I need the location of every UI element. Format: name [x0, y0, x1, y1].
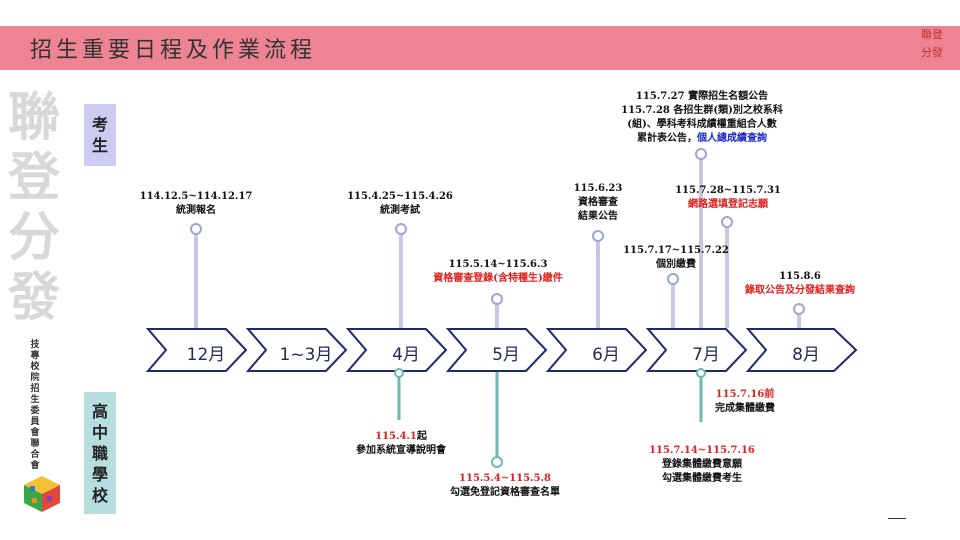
- month-label: 5月: [492, 345, 520, 365]
- cube-logo-icon: [24, 476, 60, 512]
- event-e4-line2: 結果公告: [578, 211, 618, 222]
- event-e7: 115.7.28~115.7.31 網路選填登記志願: [666, 184, 790, 212]
- node-e2: [395, 223, 407, 235]
- event-s3-text: 完成集體繳費: [715, 403, 775, 414]
- event-e1: 114.12.5~114.12.17 統測報名: [136, 190, 256, 218]
- event-e5-text: 個別繳費: [656, 259, 696, 270]
- role-school-label: 高 中 職 學 校: [91, 401, 108, 505]
- node-e1: [190, 223, 202, 235]
- chevron-6: [545, 328, 648, 372]
- event-e3-date: 115.5.14~115.6.3: [448, 259, 548, 270]
- event-s4-line2: 勾選集體繳費考生: [662, 473, 742, 484]
- event-s1-date-line: 115.4.1起: [336, 430, 466, 444]
- node-s1: [394, 368, 404, 378]
- event-s2-text: 勾選免登記資格審查名單: [450, 487, 560, 498]
- event-e6-line2: 115.7.28 各招生群(類)別之校系科: [621, 105, 783, 116]
- event-e4: 115.6.23 資格審查 結果公告: [560, 182, 636, 224]
- event-e8-date: 115.8.6: [779, 271, 821, 282]
- role-school: 高 中 職 學 校: [84, 392, 116, 514]
- month-label: 7月: [692, 345, 720, 365]
- page-title: 招生重要日程及作業流程: [30, 38, 317, 63]
- event-s4-line1: 登錄集體繳費意願: [662, 459, 742, 470]
- month-label: 8月: [792, 345, 820, 365]
- event-e3-text: 資格審查登錄(含特種生)繳件: [433, 273, 563, 284]
- month-label: 1~3月: [279, 345, 333, 365]
- event-s3-date: 115.7.16: [715, 389, 765, 400]
- score-query-link: 個人總成績查詢: [697, 133, 767, 144]
- header-bar: 招生重要日程及作業流程 聯登 分發: [0, 26, 960, 70]
- event-e8-text: 錄取公告及分發結果查詢: [745, 285, 855, 296]
- event-e7-text: 網路選填登記志願: [688, 199, 768, 210]
- brand-logo: 聯登 分發: [914, 26, 950, 62]
- event-e4-date: 115.6.23: [573, 183, 623, 194]
- logo-line-1: 聯登: [921, 28, 943, 41]
- event-e5: 115.7.17~115.7.22 個別繳費: [616, 244, 736, 272]
- event-e6-line4: 累計表公告，個人總成績查詢: [590, 132, 814, 146]
- watermark-char: 發: [8, 267, 61, 328]
- role-examinee-label: 考 生: [91, 115, 108, 155]
- event-s1-text: 參加系統宣導說明會: [356, 445, 446, 456]
- event-e1-text: 統測報名: [176, 205, 216, 216]
- event-e3: 115.5.14~115.6.3 資格審查登錄(含特種生)繳件: [410, 258, 586, 286]
- event-s1-date: 115.4.1: [375, 431, 417, 442]
- event-e6: 115.7.27 實際招生名額公告 115.7.28 各招生群(類)別之校系科 …: [590, 90, 814, 146]
- month-label: 6月: [592, 345, 620, 365]
- event-s3-date-line: 115.7.16前: [700, 388, 790, 402]
- node-e5: [667, 273, 679, 285]
- event-e2-text: 統測考試: [380, 205, 420, 216]
- event-s3-suffix: 前: [764, 389, 775, 400]
- node-e4: [592, 230, 604, 242]
- node-s2: [491, 456, 503, 468]
- event-e8: 115.8.6 錄取公告及分發結果查詢: [718, 270, 882, 298]
- event-e2: 115.4.25~115.4.26 統測考試: [340, 190, 460, 218]
- watermark-char: 登: [8, 147, 61, 208]
- logo-line-2: 分發: [921, 46, 943, 59]
- node-e3: [491, 293, 503, 305]
- event-e6-line3: (組)、學科考科成績權重組合人數: [627, 119, 777, 130]
- event-s3: 115.7.16前 完成集體繳費: [700, 388, 790, 416]
- event-s1: 115.4.1起 參加系統宣導說明會: [336, 430, 466, 458]
- event-e6-line4-text: 累計表公告，: [637, 133, 697, 144]
- event-s2: 115.5.4~115.5.8 勾選免登記資格審查名單: [420, 472, 590, 500]
- event-e5-date: 115.7.17~115.7.22: [623, 245, 729, 256]
- event-s4-date: 115.7.14~115.7.16: [649, 445, 755, 456]
- month-label: 4月: [392, 345, 420, 365]
- side-organization-text: 技專校院招生委員會聯合會: [30, 340, 40, 471]
- watermark-char: 分: [8, 207, 61, 268]
- month-label: 12月: [186, 345, 226, 365]
- chevron-7: [645, 328, 748, 372]
- event-e6-line1: 115.7.27 實際招生名額公告: [635, 91, 769, 102]
- chevron-4: [345, 328, 448, 372]
- node-s4: [696, 368, 706, 378]
- event-e1-date: 114.12.5~114.12.17: [139, 191, 253, 202]
- event-e7-date: 115.7.28~115.7.31: [675, 185, 781, 196]
- chevron-12: [145, 328, 248, 372]
- event-s1-suffix: 起: [416, 431, 427, 442]
- node-e7: [721, 216, 733, 228]
- event-e4-line1: 資格審查: [578, 197, 618, 208]
- role-examinee: 考 生: [84, 104, 116, 166]
- event-s4: 115.7.14~115.7.16 登錄集體繳費意願 勾選集體繳費考生: [636, 444, 768, 486]
- node-e6: [695, 148, 707, 160]
- footer-dash: [888, 518, 906, 519]
- node-e8: [793, 303, 805, 315]
- chevron-5: [445, 328, 548, 372]
- event-e2-date: 115.4.25~115.4.26: [347, 191, 453, 202]
- chevron-1-3: [245, 328, 348, 372]
- chevron-8: [745, 328, 858, 372]
- watermark-char: 聯: [8, 87, 61, 148]
- event-s2-date: 115.5.4~115.5.8: [459, 473, 551, 484]
